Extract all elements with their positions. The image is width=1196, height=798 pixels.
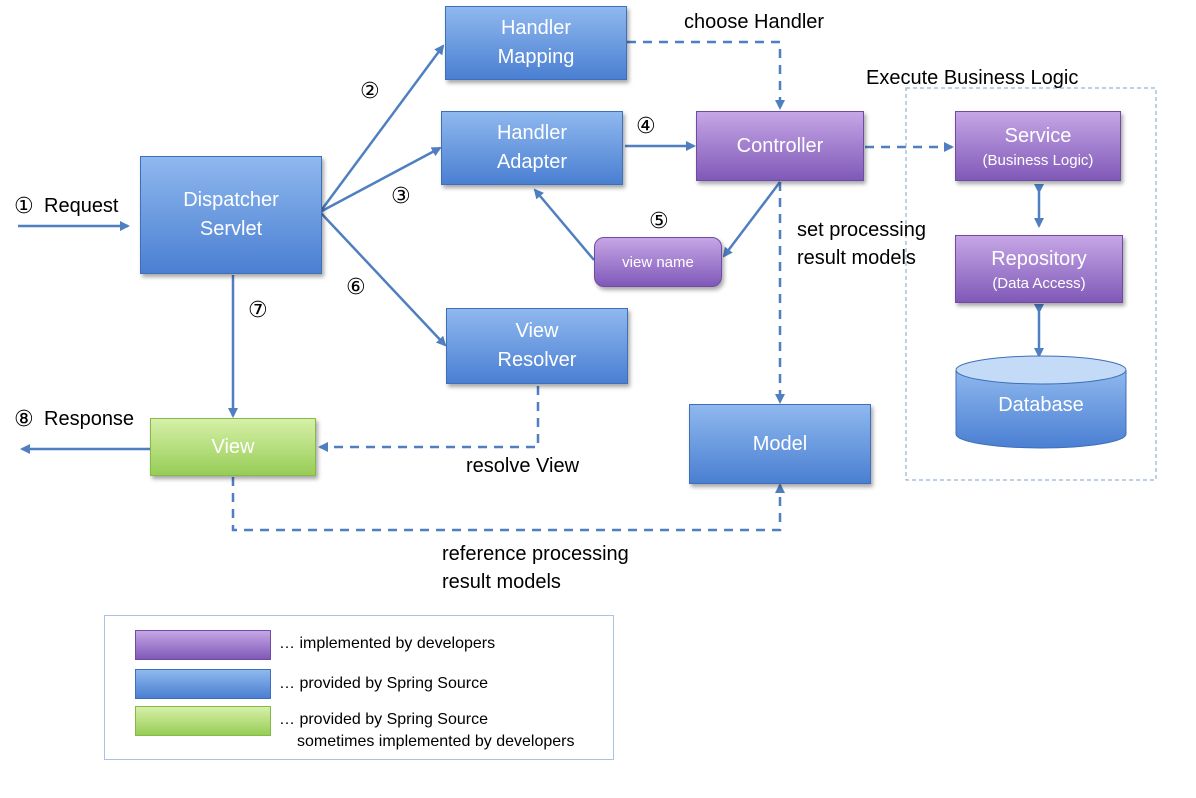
request-label: Request bbox=[44, 195, 119, 217]
step-7-marker: ⑦ bbox=[248, 297, 268, 322]
arrow-view-to-model bbox=[231, 477, 785, 532]
handler-adapter-line2: Adapter bbox=[496, 151, 568, 173]
step-3-marker: ③ bbox=[391, 183, 411, 208]
service-title: Service bbox=[1004, 124, 1072, 147]
legend-text-developers: … implemented by developers bbox=[279, 635, 496, 652]
step-8-marker: ⑧ bbox=[14, 406, 34, 431]
view-box: View bbox=[150, 418, 316, 476]
dispatcher-servlet-line1: Dispatcher bbox=[183, 189, 279, 211]
legend-swatch-spring bbox=[135, 669, 271, 699]
business-logic-region bbox=[905, 87, 1157, 481]
view-resolver-line2: Resolver bbox=[497, 349, 577, 371]
choose-handler-label: choose Handler bbox=[684, 11, 825, 33]
legend-swatch-developers bbox=[135, 630, 271, 660]
arrow-controller-to-view-name bbox=[722, 181, 781, 258]
dispatcher-servlet-box: Dispatcher Servlet bbox=[140, 156, 322, 274]
view-name-box: view name bbox=[594, 237, 722, 287]
legend-swatch-spring-sometimes bbox=[135, 706, 271, 736]
reference-processing-line1: reference processing bbox=[442, 543, 629, 565]
view-name-label: view name bbox=[622, 253, 694, 271]
service-box: Service (Business Logic) bbox=[955, 111, 1121, 181]
legend-text-spring-sometimes-line1: … provided by Spring Source bbox=[279, 711, 488, 728]
resolve-view-label: resolve View bbox=[466, 455, 580, 477]
controller-box: Controller bbox=[696, 111, 864, 181]
repository-box: Repository (Data Access) bbox=[955, 235, 1123, 303]
set-processing-line1: set processing bbox=[797, 219, 926, 241]
view-resolver-box: View Resolver bbox=[446, 308, 628, 384]
database-cylinder bbox=[955, 355, 1127, 449]
legend: … implemented by developers … provided b… bbox=[104, 615, 614, 760]
step-1-marker: ① bbox=[14, 193, 34, 218]
legend-text-spring: … provided by Spring Source bbox=[279, 675, 488, 692]
step-2-marker: ② bbox=[360, 78, 380, 103]
step-5-marker: ⑤ bbox=[649, 208, 669, 233]
controller-label: Controller bbox=[736, 134, 824, 157]
arrow-to-handler-mapping bbox=[318, 44, 445, 213]
arrow-mapping-to-controller bbox=[627, 40, 785, 110]
response-label: Response bbox=[44, 408, 135, 430]
database-label: Database bbox=[998, 394, 1084, 416]
repository-title: Repository bbox=[991, 247, 1087, 270]
model-box: Model bbox=[689, 404, 871, 484]
view-label: View bbox=[211, 435, 255, 458]
step-6-marker: ⑥ bbox=[346, 274, 366, 299]
view-resolver-line1: View bbox=[515, 320, 559, 342]
set-processing-line2: result models bbox=[797, 247, 916, 269]
handler-adapter-box: Handler Adapter bbox=[441, 111, 623, 185]
model-label: Model bbox=[752, 432, 808, 455]
reference-processing-line2: result models bbox=[442, 571, 561, 593]
dispatcher-servlet-line2: Servlet bbox=[199, 218, 263, 240]
handler-mapping-line1: Handler bbox=[500, 17, 572, 39]
handler-mapping-box: Handler Mapping bbox=[445, 6, 627, 80]
step-4-marker: ④ bbox=[636, 113, 656, 138]
arrow-view-name-to-adapter bbox=[533, 188, 595, 261]
handler-adapter-line1: Handler bbox=[496, 122, 568, 144]
execute-business-logic-label: Execute Business Logic bbox=[866, 67, 1079, 89]
arrow-resolver-to-view bbox=[318, 386, 540, 452]
arrow-to-handler-adapter bbox=[319, 146, 442, 214]
repository-subtitle: (Data Access) bbox=[992, 274, 1086, 292]
handler-mapping-line2: Mapping bbox=[497, 46, 575, 68]
legend-text-spring-sometimes-line2: sometimes implemented by developers bbox=[297, 733, 575, 750]
arrow-to-view-resolver bbox=[319, 211, 447, 347]
service-subtitle: (Business Logic) bbox=[982, 151, 1094, 169]
